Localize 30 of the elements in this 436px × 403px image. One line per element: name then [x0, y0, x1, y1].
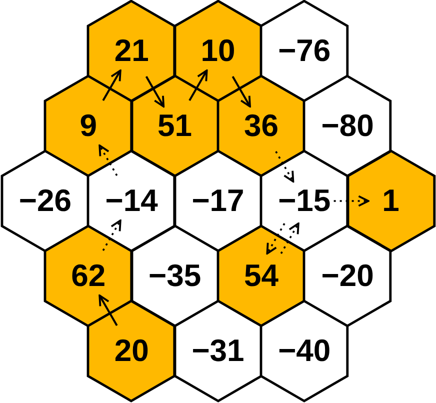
cell-value: −35 — [148, 258, 202, 294]
cell-value: 10 — [200, 33, 236, 69]
cell-value: −14 — [105, 183, 158, 219]
cell-value: −20 — [321, 258, 374, 294]
cell-value: 36 — [244, 108, 278, 144]
cell-value: −31 — [192, 333, 244, 369]
cell-value: −80 — [321, 108, 374, 144]
cell-value: −26 — [18, 183, 72, 219]
arrow — [334, 195, 370, 207]
cell-value: 62 — [71, 258, 106, 294]
cell-value: 51 — [158, 108, 192, 144]
arrow — [145, 76, 165, 108]
cell-value: 9 — [80, 108, 97, 144]
arrow — [266, 223, 286, 254]
arrow — [275, 151, 294, 182]
arrow — [102, 220, 122, 251]
cell-value: −76 — [278, 33, 331, 69]
cell-value: 1 — [382, 183, 400, 219]
cell-value: 54 — [244, 258, 278, 294]
cell-value: −17 — [192, 183, 244, 219]
cell-value: −15 — [278, 183, 331, 219]
arrow — [232, 76, 251, 108]
cell-value: −40 — [278, 333, 331, 369]
arrow — [188, 70, 208, 101]
cell-value: 20 — [114, 333, 149, 369]
arrow — [102, 70, 122, 101]
arrow — [280, 222, 300, 254]
arrow — [98, 294, 118, 326]
arrow — [98, 144, 118, 176]
cell-value: 21 — [114, 33, 149, 69]
